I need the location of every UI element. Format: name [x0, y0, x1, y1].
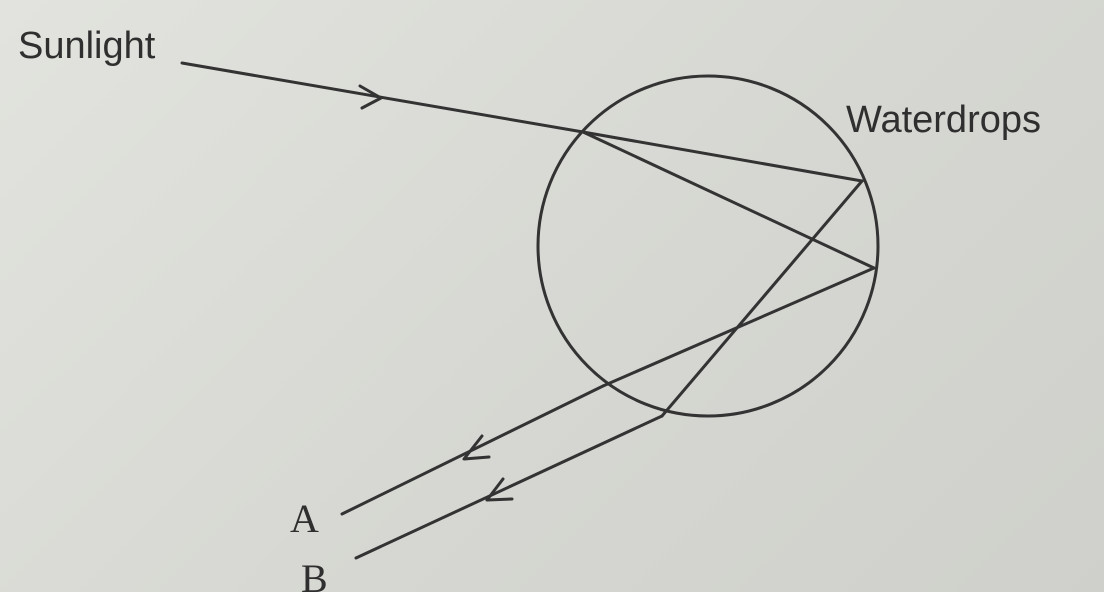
- ray-b-arrowhead: [485, 477, 514, 502]
- emerging-ray-b: [354, 414, 664, 560]
- ray-a-arrowhead: [462, 434, 491, 461]
- refracted-ray-upper: [581, 130, 864, 183]
- incoming-sunlight-ray: [180, 61, 585, 134]
- refracted-ray-lower: [581, 130, 876, 270]
- ray-b-label: B: [301, 556, 328, 592]
- sunlight-label: Sunlight: [18, 25, 156, 67]
- water-drop-circle: [536, 74, 880, 418]
- reflected-ray-a: [601, 266, 876, 388]
- waterdrops-label: Waterdrops: [846, 99, 1041, 141]
- reflected-ray-b: [660, 179, 864, 418]
- ray-a-label: A: [290, 496, 319, 541]
- incoming-ray-arrowhead: [358, 84, 383, 110]
